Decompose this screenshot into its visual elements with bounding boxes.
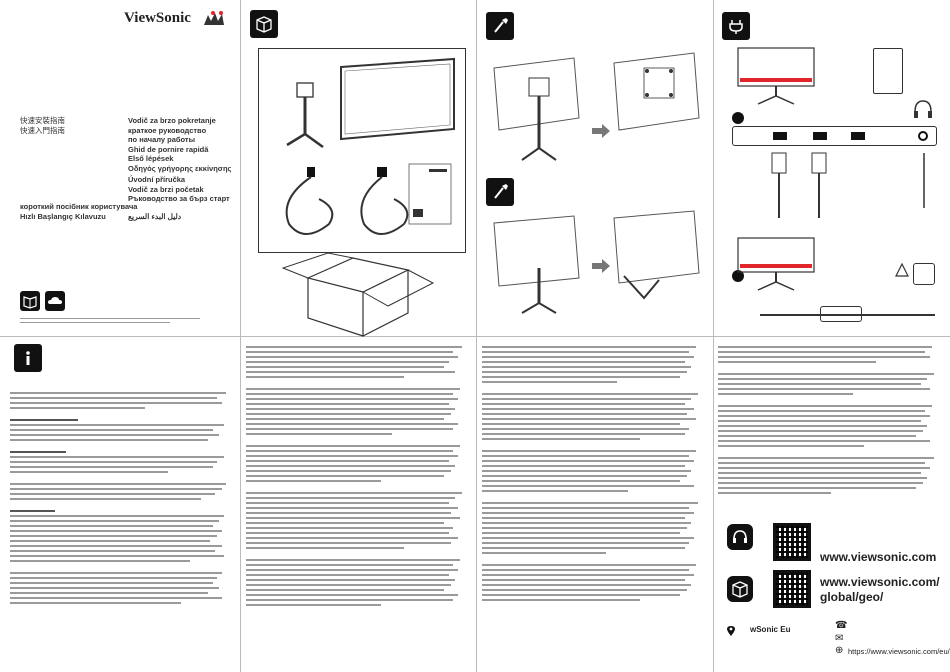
package-contents-panel — [248, 8, 470, 337]
url-line: global/geo/ — [820, 590, 884, 604]
stand-removal-illustration — [493, 52, 700, 161]
qr-code-geo — [773, 570, 811, 608]
language-line: Οδηγός γρήγορης εκκίνησης — [128, 163, 232, 173]
language-line: Ghid de pornire rapidă — [128, 144, 209, 154]
screwdriver-icon — [486, 178, 514, 206]
languages-right-2: Úvodní příručka Vodič za brzi početak Ръ… — [128, 175, 230, 204]
box-icon — [727, 576, 753, 602]
languages-cjk: 快速安裝指南 快速入門指南 — [20, 116, 65, 135]
safety-info-panel — [10, 342, 235, 667]
badge-2 — [732, 270, 744, 282]
language-line: Vodič za brzi početak — [128, 184, 204, 194]
language-line: Első lépések — [128, 154, 174, 163]
headphones-icon — [912, 98, 934, 120]
cover-footnote — [20, 318, 220, 326]
cloud-icon — [45, 291, 65, 311]
info-icon — [14, 344, 42, 372]
url-line: www.viewsonic.com/ — [820, 575, 940, 589]
mail-icon: ✉ — [835, 633, 844, 644]
language-line: Úvodní příručka — [128, 175, 186, 184]
social-label: wSonic Eu — [750, 625, 791, 634]
location-pin-icon — [726, 624, 736, 636]
multilingual-text-panel-3 — [718, 346, 943, 526]
audio-port — [918, 131, 928, 141]
text-column — [482, 346, 707, 604]
text-column — [246, 346, 471, 609]
url-viewsonic[interactable]: www.viewsonic.com — [820, 550, 937, 564]
qr-code-support — [773, 523, 811, 561]
ports-strip — [732, 126, 937, 146]
box-illustration — [258, 248, 458, 338]
badge-1 — [732, 112, 744, 124]
languages-right: Vodič za brzo pokretanje краткое руковод… — [128, 116, 231, 173]
fold-line — [0, 336, 950, 337]
displayport-port — [851, 132, 865, 140]
language-arabic: دليل البدء السريع — [128, 212, 182, 221]
book-icon — [20, 291, 40, 311]
languages-bottom-left: короткий посібник користувача Hızlı Başl… — [20, 202, 137, 221]
installation-panel — [484, 8, 706, 333]
language-line: по началу работы — [128, 135, 196, 144]
power-cable — [760, 314, 935, 316]
monitor-power-diagram — [736, 236, 816, 296]
cables-illustration — [771, 152, 925, 218]
hdmi-port — [773, 132, 787, 140]
package-illustration — [285, 57, 455, 235]
url-eu[interactable]: https://www.viewsonic.com/eu/ — [848, 647, 950, 656]
text-column — [718, 346, 943, 497]
language-line: 快速入門指南 — [20, 125, 65, 135]
language-line: короткий посібник користувача — [20, 202, 138, 211]
language-line: Vodič za brzo pokretanje — [128, 116, 216, 125]
box-icon — [250, 10, 278, 38]
multilingual-text-panel-1 — [246, 346, 471, 666]
multilingual-text-panel-2 — [482, 346, 707, 666]
plug-icon — [722, 12, 750, 40]
url-viewsonic-geo[interactable]: www.viewsonic.com/ global/geo/ — [820, 575, 940, 605]
contents-frame — [258, 48, 466, 253]
wall-outlet-icon — [913, 263, 935, 285]
warning-icon — [895, 262, 909, 277]
monitor-back-diagram — [736, 46, 816, 106]
cover-panel: ViewSonic 快速安裝指南 快速入門指南 Vodič za brzo po… — [0, 0, 240, 336]
hdmi-port — [813, 132, 827, 140]
globe-icon: ⊕ — [835, 645, 844, 656]
language-line: Hızlı Başlangıç Kılavuzu — [20, 211, 106, 221]
phone-icon: ☎ — [835, 620, 848, 631]
pc-tower-icon — [873, 48, 903, 94]
brand-logo: ViewSonic — [124, 10, 191, 26]
support-icon — [727, 524, 753, 550]
language-line: краткое руководство — [128, 125, 207, 135]
connections-panel — [720, 8, 945, 333]
stand-attach-illustration — [493, 210, 700, 314]
screwdriver-icon — [486, 12, 514, 40]
safety-text-block — [10, 392, 235, 607]
language-line: Ръководство за бърз старт — [128, 194, 230, 203]
language-line: 快速安裝指南 — [20, 116, 65, 125]
brand-bird-icon — [202, 9, 230, 27]
